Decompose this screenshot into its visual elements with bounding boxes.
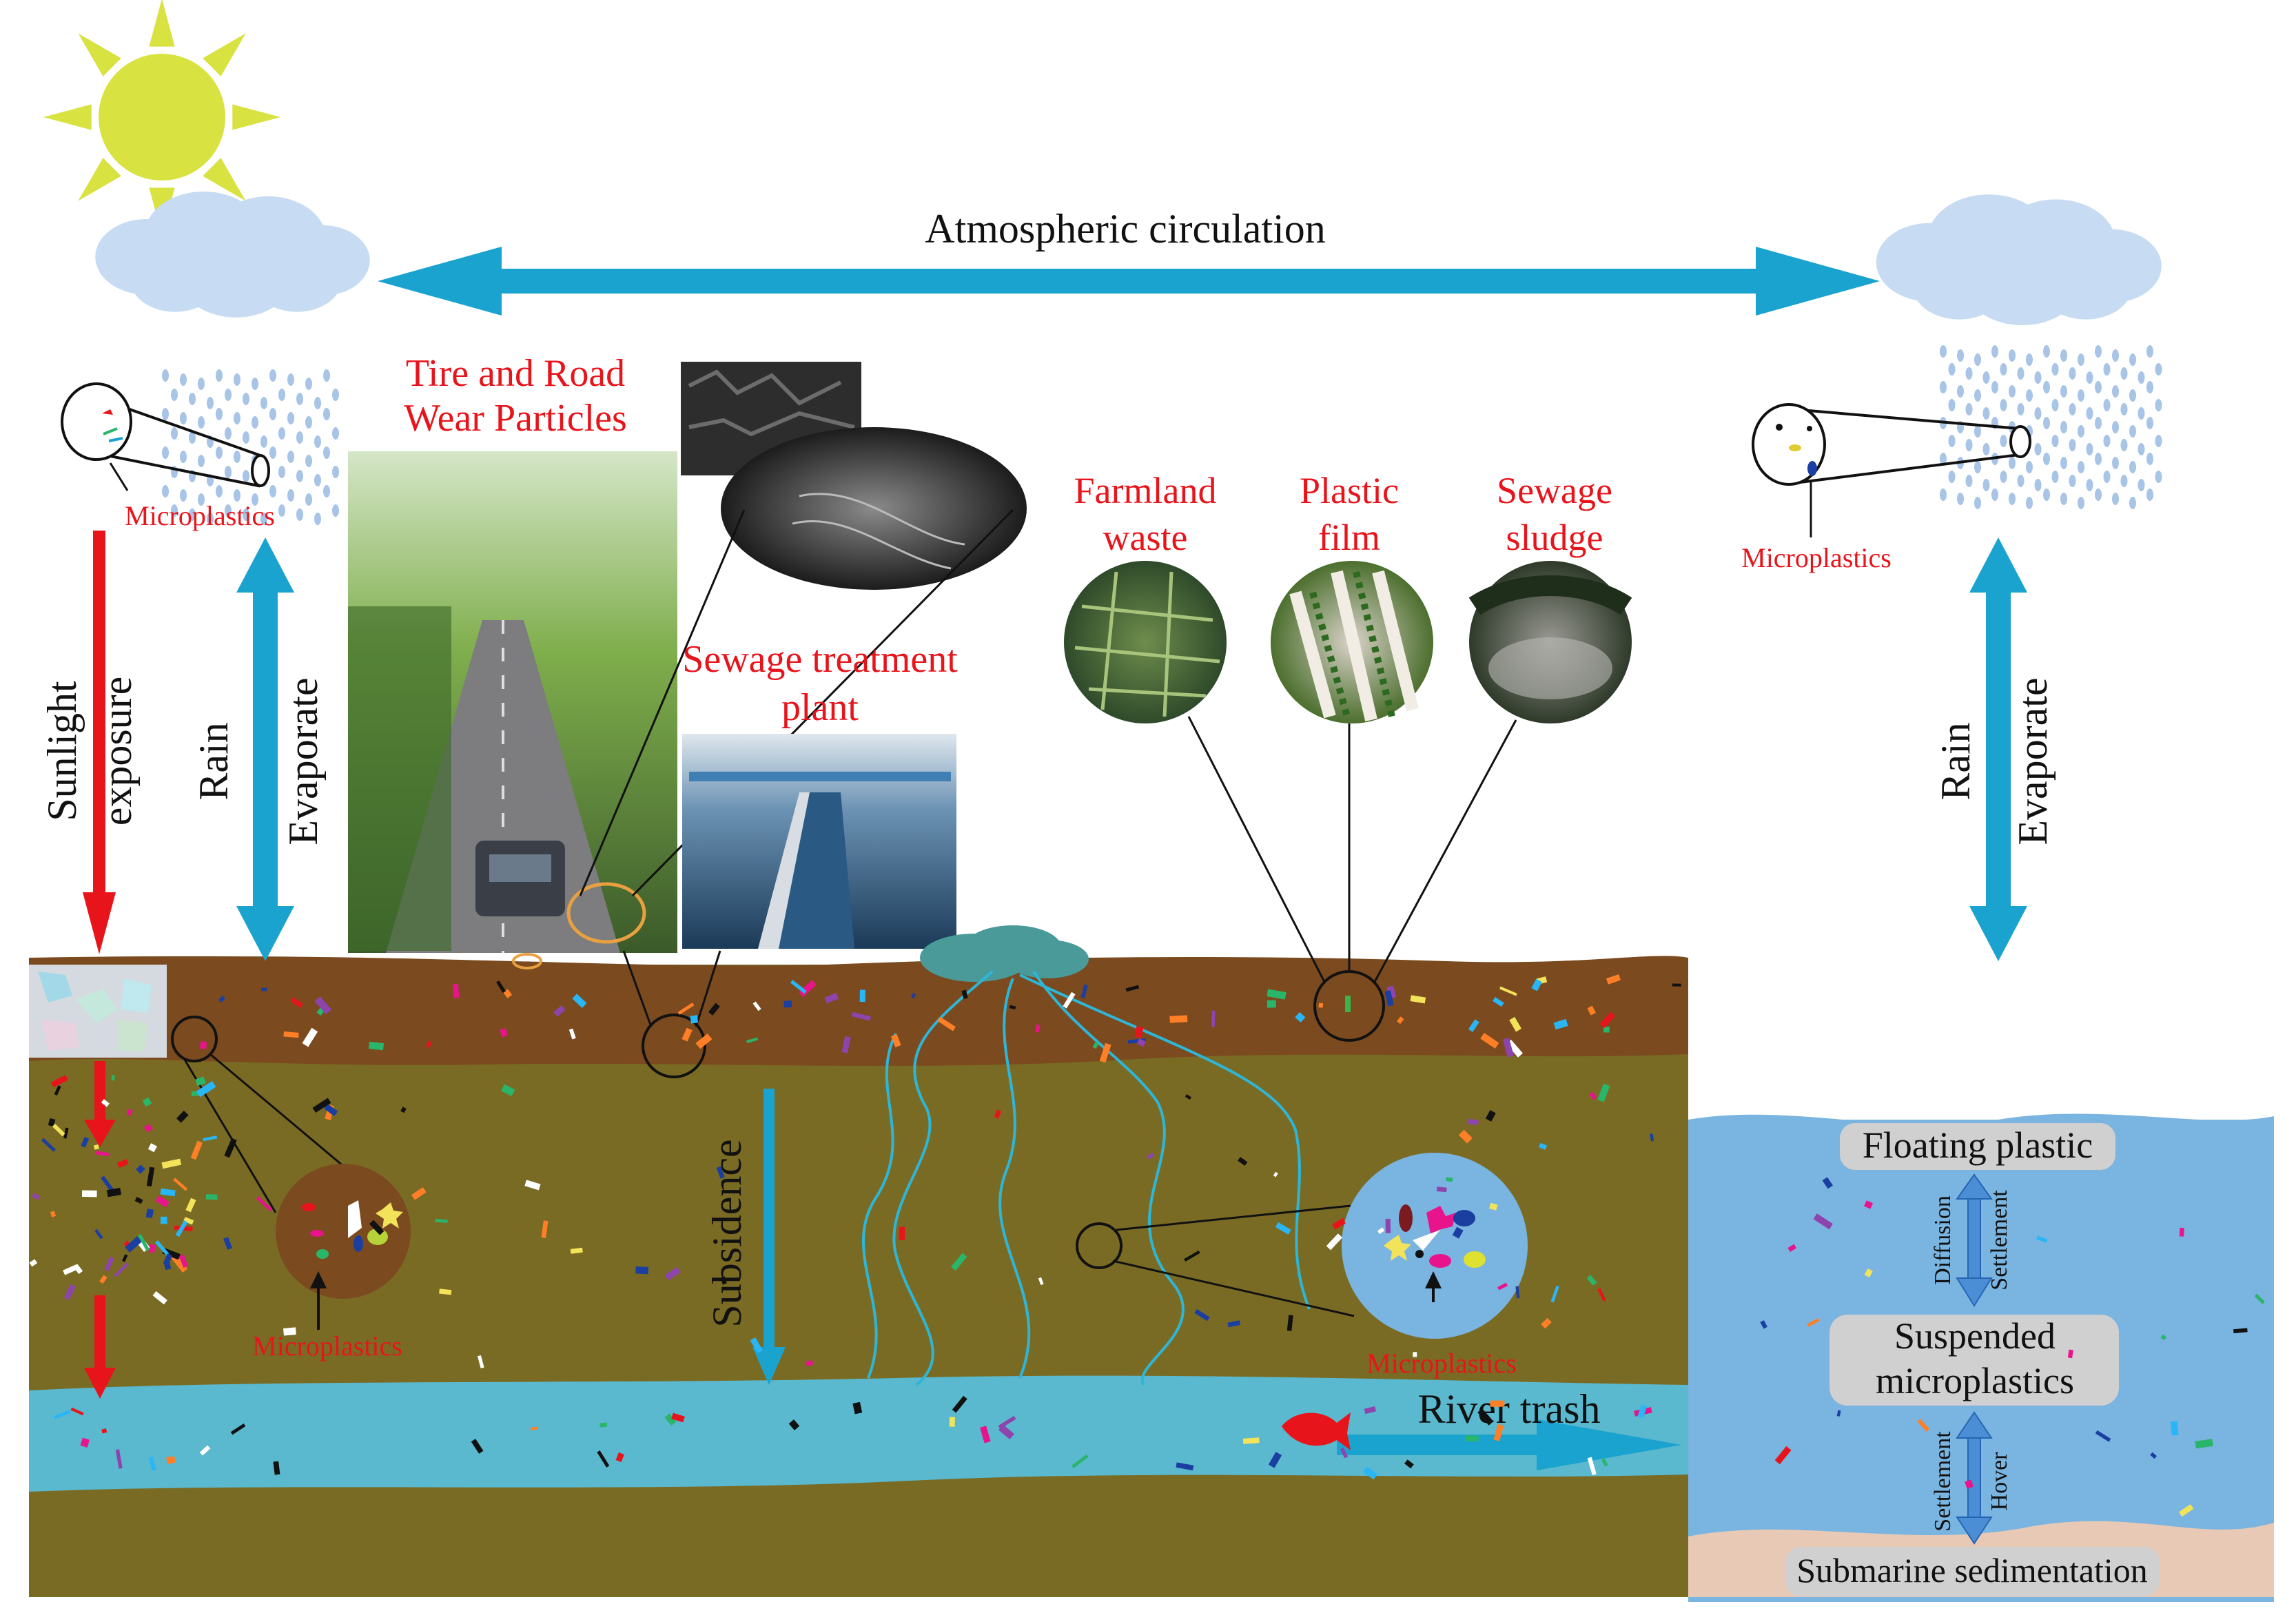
sun-icon [43,0,280,236]
sunlight-degradation-arrow-1 [84,1061,116,1147]
rain-label-right: Rain [1933,722,1978,800]
atmospheric-magnifier-left [61,382,270,488]
suspended-microplastics-box [1829,1315,2119,1406]
groundwater-microplastics-label: Microplastics [1366,1348,1517,1379]
settlement-hover-arrow [1956,1411,1993,1545]
diffusion-label: Diffusion [1930,1195,1956,1285]
sewage-sludge-photo [1468,561,1632,723]
sunlight-label-line1: Sunlight [39,681,85,821]
soil-microplastics-label: Microplastics [252,1330,402,1361]
soil-microplastics-magnified [276,1164,411,1299]
topsoil-zoom-circle-road [642,1014,706,1078]
sewage-sludge-label-line2: sludge [1506,517,1603,558]
surface-plastic-debris [29,965,167,1058]
groundwater-microplastics-magnified [1342,1153,1528,1339]
atmospheric-circulation-label: Atmospheric circulation [925,206,1325,251]
sunlight-label-line2: exposure [94,677,140,826]
river-trash-arrow [1337,1419,1681,1470]
rain-label-left: Rain [191,722,236,800]
topsoil-layer [29,956,1688,1066]
rain-evaporate-arrow-right [1969,537,2027,961]
floating-plastic-label: Floating plastic [1863,1124,2093,1166]
plastic-film-label-line2: film [1318,517,1380,558]
sewage-sludge-label-line1: Sewage [1497,470,1612,511]
farmland-label-line1: Farmland [1074,470,1217,511]
submarine-sedimentation-label: Submarine sedimentation [1796,1551,2148,1590]
atmospheric-circulation-arrow [378,247,1880,316]
diffusion-settlement-arrow [1956,1173,1993,1307]
hover-label: Hover [1987,1452,2012,1511]
submarine-sedimentation-box [1785,1547,2160,1596]
tire-road-photo [348,451,677,969]
infiltration-streams [862,970,1311,1386]
settlement-lower-label: Settlement [1930,1431,1956,1532]
subsidence-arrow [752,1089,786,1385]
settlement-upper-label: Settlement [1987,1190,2012,1291]
rain-evaporate-arrow-left [236,537,294,961]
microplastics-pointer-left [109,462,129,491]
soil-zoom-circle-small [171,1016,218,1062]
suspended-label-line2: microplastics [1876,1360,2074,1401]
river-trash-label: River trash [1418,1386,1601,1432]
sewage-plant-label-line1: Sewage treatment [682,638,958,681]
infiltration-source-bush [920,925,1089,982]
evaporate-label-right: Evaporate [2010,677,2056,845]
sunlight-degradation-arrow-2 [84,1295,116,1399]
tire-label-line2: Wear Particles [404,397,627,440]
groundwater-zoom-circle-small [1076,1222,1123,1269]
floating-plastic-box [1840,1123,2115,1170]
sunlight-exposure-arrow [83,531,116,954]
subsidence-label: Subsidence [704,1139,750,1327]
atmospheric-microplastics-label-right: Microplastics [1741,542,1892,573]
atmospheric-magnifier-right [1752,403,2031,486]
evaporate-label-left: Evaporate [280,677,326,845]
farmland-label-line2: waste [1103,517,1188,558]
cloud-right-icon [1876,194,2162,326]
suspended-label-line1: Suspended [1894,1315,2056,1357]
rain-drops-right [1940,345,2162,509]
plastic-film-label-line1: Plastic [1300,470,1399,511]
sewage-treatment-plant-photo [682,734,956,949]
cloud-left-icon [95,191,370,318]
plastic-film-photo [1271,561,1433,723]
microplastic-specks [29,974,2265,1517]
river-fish-icon [1282,1412,1351,1450]
sewage-plant-label-line2: plant [781,686,859,729]
tire-label-line1: Tire and Road [406,352,625,395]
farmland-photo [1064,561,1227,723]
atmospheric-microplastics-label-left: Microplastics [125,500,275,531]
